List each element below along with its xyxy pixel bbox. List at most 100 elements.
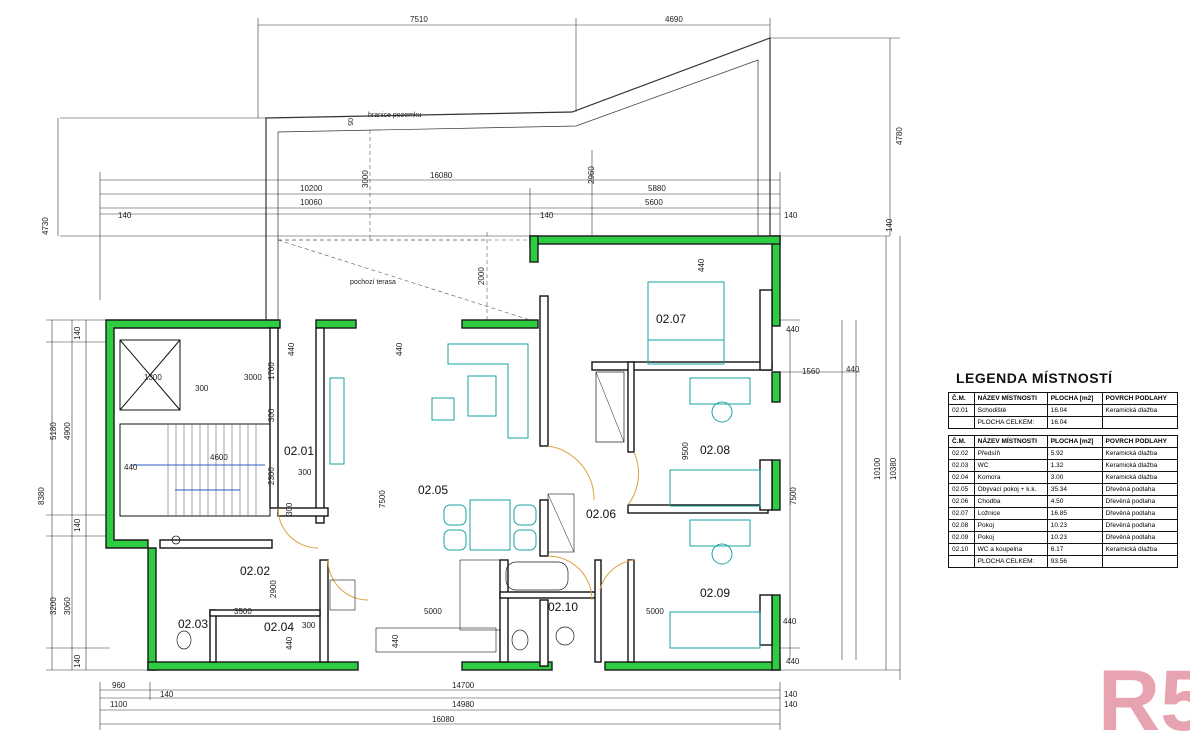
dim-4900: 4900: [63, 422, 72, 440]
terrace-label: pochozí terasa: [350, 279, 396, 286]
legend-row-cell: WC a koupelna: [973, 543, 1048, 556]
legend-row-cell: Dřevěná podlaha: [1101, 507, 1179, 520]
dim-140-left-c: 140: [73, 654, 82, 668]
legend-row-cell: 10.23: [1046, 531, 1103, 544]
legend-header-row-cell: Č.M.: [948, 392, 975, 405]
legend-row-cell: 3.00: [1046, 471, 1103, 484]
dim-3000-i: 3000: [244, 373, 262, 382]
dim-4780: 4780: [895, 127, 904, 145]
bottom-dimension-lines: [99, 682, 781, 730]
legend-row-cell: 02.05: [948, 483, 975, 496]
dim-5000-a: 5000: [424, 607, 442, 616]
legend-row-cell: 02.08: [948, 519, 975, 532]
legend-header-row-cell: POVRCH PODLAHY: [1101, 392, 1179, 405]
dim-140-bottom-c: 140: [784, 700, 798, 709]
legend-total-label: PLOCHA CELKEM:: [973, 555, 1048, 568]
legend-row-cell: Dřevěná podlaha: [1101, 519, 1179, 532]
dim-1300: 1300: [144, 373, 162, 382]
room-label-02-08: 02.08: [700, 443, 730, 457]
dim-3000-vert: 3000: [361, 170, 370, 188]
terrace-lines: [277, 130, 531, 321]
room-label-02-01: 02.01: [284, 444, 314, 458]
interior-walls: [159, 289, 773, 667]
dim-8380: 8380: [37, 487, 46, 505]
annotations: hranice pozemku 05 pochozí terasa 2000: [346, 112, 486, 286]
staircase: [119, 339, 271, 517]
legend-header-row-cell: Č.M.: [948, 435, 975, 448]
room-labels: 02.01 02.02 02.03 02.04 02.05 02.06 02.0…: [178, 312, 730, 634]
legend-row-cell: 35.34: [1046, 483, 1103, 496]
dim-440-r2: 440: [846, 365, 860, 374]
legend-row-cell: Schodiště: [973, 404, 1048, 417]
boundary-tag: 05: [346, 118, 353, 126]
dim-440-i4: 440: [285, 636, 294, 650]
dim-3200: 3200: [49, 597, 58, 615]
dim-5600: 5600: [645, 198, 663, 207]
dim-4600: 4600: [210, 453, 228, 462]
dim-7500-right: 7500: [789, 487, 798, 505]
dim-10100: 10100: [873, 457, 882, 480]
legend-row-cell: 16.85: [1046, 507, 1103, 520]
top-dimension-text: 7510 4690 16080 10200 5880 10060 5600 14…: [118, 15, 904, 232]
legend-row-cell: 02.01: [948, 404, 975, 417]
legend-row-cell: Keramická dlažba: [1101, 404, 1179, 417]
dim-440-i2: 440: [395, 342, 404, 356]
dim-10380: 10380: [889, 457, 898, 480]
dim-140-a: 140: [118, 211, 132, 220]
room-label-02-04: 02.04: [264, 620, 294, 634]
dim-1100: 1100: [110, 700, 128, 709]
legend-row-cell: 02.09: [948, 531, 975, 544]
room-label-02-10: 02.10: [548, 600, 578, 614]
dim-4690: 4690: [665, 15, 683, 24]
dim-140-bottom-a: 140: [160, 690, 174, 699]
legend-total-value: 16.04: [1046, 416, 1103, 429]
legend-title: LEGENDA MÍSTNOSTÍ: [956, 370, 1113, 386]
legend-header-row-cell: PLOCHA [m2]: [1046, 392, 1103, 405]
legend-row-cell: 5.92: [1046, 447, 1103, 460]
dim-140-bottom-b: 140: [784, 690, 798, 699]
dim-140-left-b: 140: [73, 518, 82, 532]
dim-300-i1: 300: [195, 384, 209, 393]
plot-boundary: [265, 37, 771, 322]
legend-row-cell: 6.17: [1046, 543, 1103, 556]
dim-440-r4: 440: [786, 657, 800, 666]
legend-row-cell: 10.23: [1046, 519, 1103, 532]
dim-5180: 5180: [49, 422, 58, 440]
dim-9500: 9500: [681, 442, 690, 460]
legend-empty-cell: [1101, 416, 1179, 429]
dim-440-i1: 440: [287, 342, 296, 356]
dim-14980: 14980: [452, 700, 475, 709]
legend-empty-cell: [1101, 555, 1179, 568]
left-dimension-lines: [46, 118, 150, 671]
legend-header-row-cell: NÁZEV MÍSTNOSTI: [973, 392, 1048, 405]
bottom-dimension-text: 960 14700 140 140 1100 14980 16080 140: [110, 681, 798, 724]
legend-total-value: 93.56: [1046, 555, 1103, 568]
dim-2300: 2300: [267, 467, 276, 485]
dim-16080-bottom: 16080: [432, 715, 455, 724]
dim-1560: 1560: [802, 367, 820, 376]
dim-300-i5: 300: [302, 621, 316, 630]
legend-header-row-cell: POVRCH PODLAHY: [1101, 435, 1179, 448]
legend-row-cell: Ložnice: [973, 507, 1048, 520]
legend-total-label: PLOCHA CELKEM:: [973, 416, 1048, 429]
dim-7510: 7510: [410, 15, 428, 24]
dim-960: 960: [112, 681, 126, 690]
dim-140-b: 140: [540, 211, 554, 220]
dim-10200: 10200: [300, 184, 323, 193]
dim-14700: 14700: [452, 681, 475, 690]
dim-3500: 3500: [234, 607, 252, 616]
legend-row-cell: Předsíň: [973, 447, 1048, 460]
boundary-label: hranice pozemku: [368, 112, 421, 119]
